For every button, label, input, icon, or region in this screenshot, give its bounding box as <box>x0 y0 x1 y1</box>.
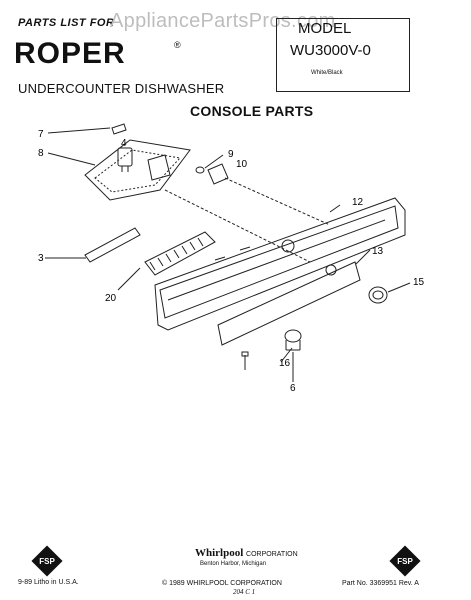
rod-part <box>84 227 141 263</box>
appliance-type: UNDERCOUNTER DISHWASHER <box>18 81 225 96</box>
footer-code: 204 C 1 <box>233 588 256 596</box>
footer-copyright: © 1989 WHIRLPOOL CORPORATION <box>162 580 282 587</box>
callout-16: 16 <box>279 358 291 369</box>
callout-10: 10 <box>236 159 248 170</box>
knob-part <box>368 286 388 304</box>
bracket-inner <box>94 149 181 193</box>
footer-litho: 9-89 Litho in U.S.A. <box>18 579 79 586</box>
switch-part <box>117 147 133 167</box>
callout-6: 6 <box>290 383 296 394</box>
callout-3: 3 <box>38 253 44 264</box>
callout-13: 13 <box>372 246 384 257</box>
section-title: CONSOLE PARTS <box>190 103 314 119</box>
clip-part <box>195 166 205 174</box>
callout-8: 8 <box>38 148 44 159</box>
bracket-part <box>84 139 191 201</box>
callout-15: 15 <box>413 277 425 288</box>
footer-city: Benton Harbor, Michigan <box>200 561 267 567</box>
footer-part-number: Part No. 3369951 Rev. A <box>342 580 419 587</box>
callout-20: 20 <box>105 293 117 304</box>
screw-part <box>111 123 127 135</box>
footer-brand-suffix: CORPORATION <box>246 551 298 558</box>
console-panel <box>154 197 406 331</box>
model-label: MODEL <box>298 20 352 37</box>
parts-list-label: PARTS LIST FOR <box>18 17 115 29</box>
callout-7: 7 <box>38 129 44 140</box>
model-number: WU3000V-0 <box>290 42 371 59</box>
roper-logo: ROPER <box>14 37 126 70</box>
callout-9: 9 <box>228 149 234 160</box>
svg-text:FSP: FSP <box>39 557 55 566</box>
fsp-logo-left: FSP <box>31 545 63 577</box>
overlay-panel <box>217 261 361 346</box>
callout-4: 4 <box>121 138 127 149</box>
button-part <box>284 329 302 343</box>
switch-right-part <box>147 154 171 181</box>
model-box <box>276 18 410 92</box>
registered-mark: ® <box>174 40 181 50</box>
svg-text:FSP: FSP <box>397 557 413 566</box>
watermark: AppliancePartsPros.com <box>110 10 336 32</box>
vent-part <box>144 231 216 276</box>
footer-brand: Whirlpool CORPORATION <box>195 547 298 559</box>
footer-brand-name: Whirlpool <box>195 547 244 559</box>
model-color: White/Black <box>311 70 343 76</box>
fsp-logo-right: FSP <box>389 545 421 577</box>
callout-12: 12 <box>352 197 364 208</box>
part-10 <box>207 163 229 185</box>
console-hole <box>281 239 295 253</box>
